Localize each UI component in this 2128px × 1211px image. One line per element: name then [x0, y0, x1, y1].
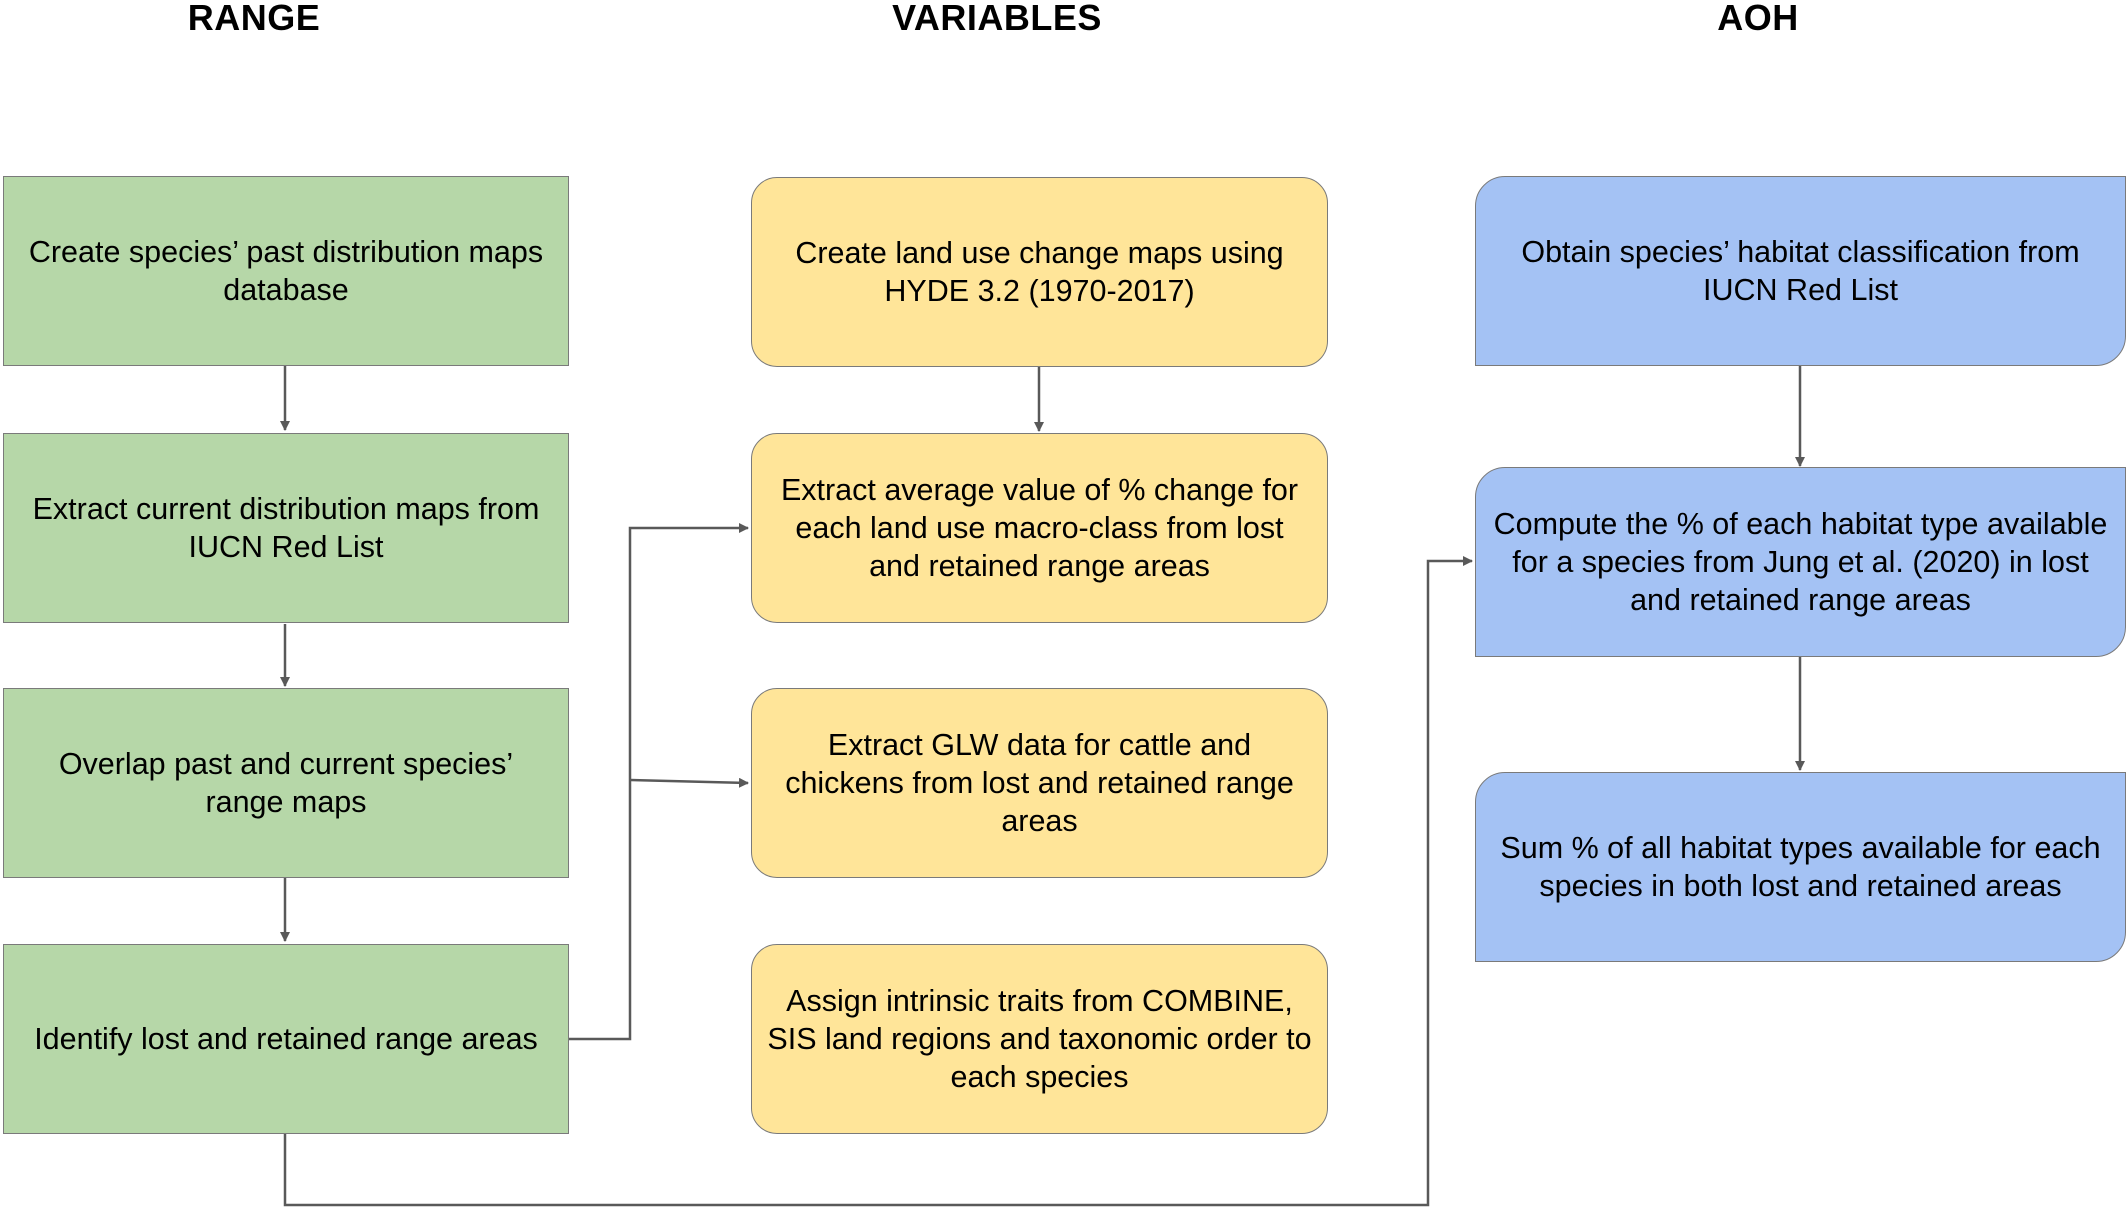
variables-box-label: Extract average value of % change for ea…: [780, 473, 1299, 583]
column-title-variables: VARIABLES: [892, 0, 1102, 38]
connector-range-to-variables-2: [568, 523, 749, 1041]
range-box-past-distribution: Create species’ past distribution maps d…: [3, 176, 569, 366]
column-title-aoh: AOH: [1717, 0, 1799, 38]
aoh-box-habitat-classification: Obtain species’ habitat classification f…: [1475, 176, 2126, 366]
variables-box-land-use-change: Extract average value of % change for ea…: [751, 433, 1328, 623]
column-title-range: RANGE: [187, 0, 321, 38]
range-box-overlap-maps: Overlap past and current species’ range …: [3, 688, 569, 878]
range-box-current-distribution: Extract current distribution maps from I…: [3, 433, 569, 623]
range-box-label: Create species’ past distribution maps d…: [28, 235, 544, 307]
aoh-box-label: Sum % of all habitat types available for…: [1500, 831, 2101, 903]
range-box-lost-retained: Identify lost and retained range areas: [3, 944, 569, 1134]
aoh-box-habitat-percent: Compute the % of each habitat type avail…: [1475, 467, 2126, 657]
aoh-box-label: Compute the % of each habitat type avail…: [1493, 507, 2108, 617]
range-box-label: Identify lost and retained range areas: [34, 1022, 538, 1056]
variables-box-land-use-maps: Create land use change maps using HYDE 3…: [751, 177, 1328, 367]
range-box-label: Overlap past and current species’ range …: [58, 747, 514, 819]
aoh-box-sum-habitat: Sum % of all habitat types available for…: [1475, 772, 2126, 962]
range-box-label: Extract current distribution maps from I…: [32, 492, 540, 564]
variables-box-label: Assign intrinsic traits from COMBINE, SI…: [767, 984, 1312, 1094]
aoh-box-label: Obtain species’ habitat classification f…: [1521, 235, 2080, 307]
variables-box-intrinsic-traits: Assign intrinsic traits from COMBINE, SI…: [751, 944, 1328, 1134]
connector-range-to-aoh-2: [283, 556, 1473, 1207]
variables-box-label: Create land use change maps using HYDE 3…: [795, 236, 1284, 308]
variables-box-label: Extract GLW data for cattle and chickens…: [785, 728, 1294, 838]
variables-box-glw-data: Extract GLW data for cattle and chickens…: [751, 688, 1328, 878]
connector-range-to-variables-3: [629, 777, 749, 788]
